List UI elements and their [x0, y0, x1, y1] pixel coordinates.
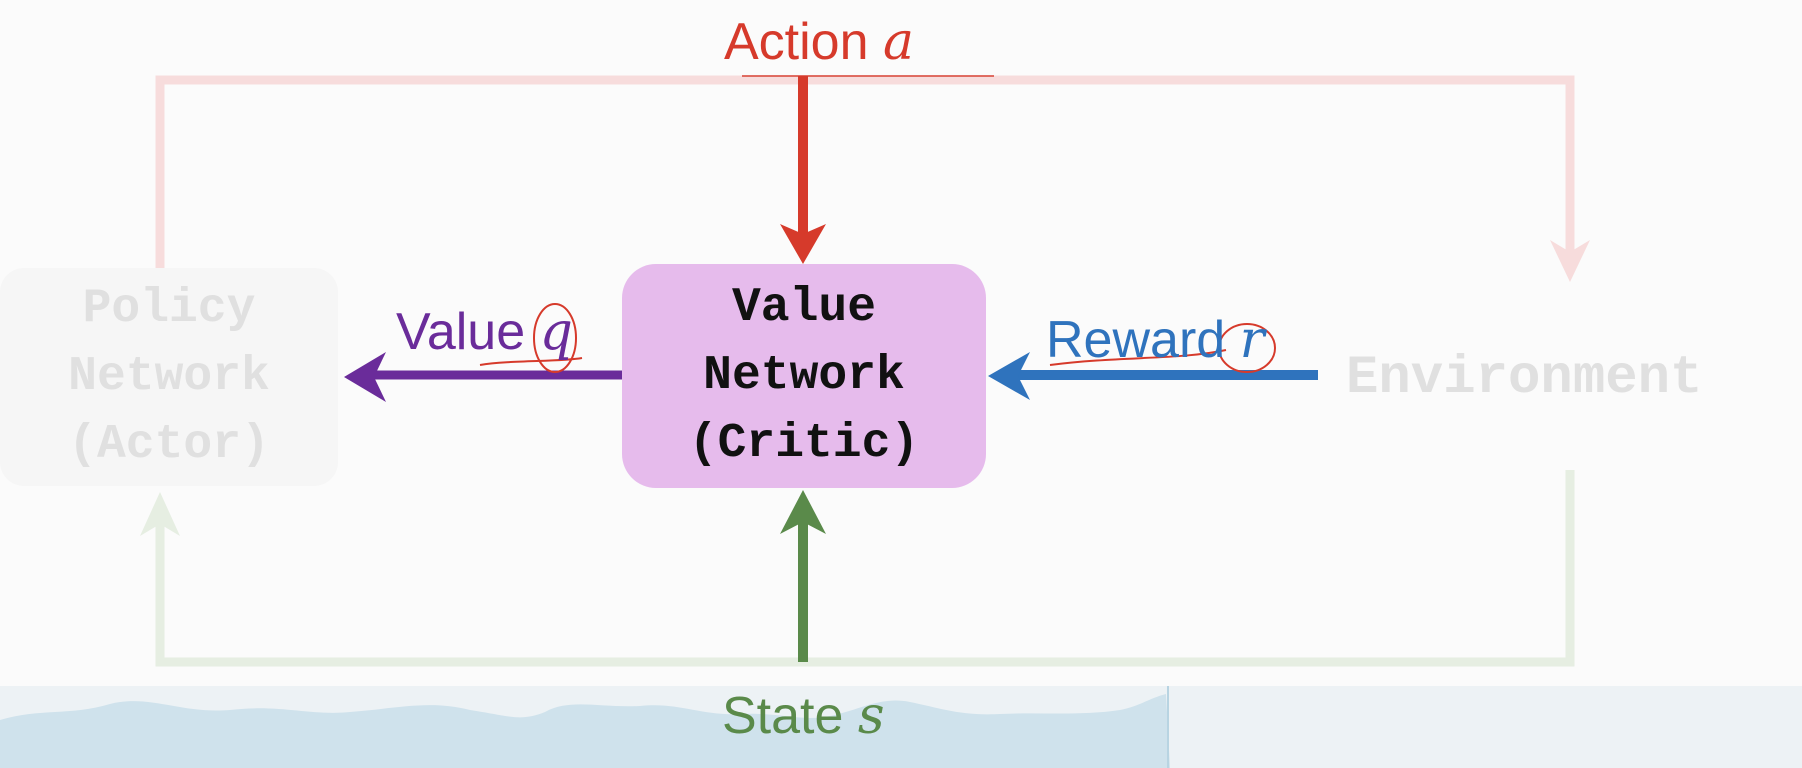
- faded-top-loop: [155, 75, 1575, 270]
- value-label: Value q: [396, 306, 573, 358]
- reward-variable: r: [1239, 310, 1265, 370]
- reward-annotation-underline: [1049, 349, 1227, 366]
- action-arrow-head: [780, 224, 826, 264]
- policy-network-actor-box: Policy Network (Actor): [0, 268, 338, 486]
- policy-line-3: (Actor): [68, 418, 270, 472]
- reward-text: Reward: [1046, 311, 1226, 369]
- value-network-critic-box: Value Network (Critic): [622, 264, 986, 488]
- faded-bottom-loop-arrowhead: [140, 492, 180, 536]
- audio-waveform: [0, 686, 1802, 768]
- reward-arrow-head: [988, 352, 1030, 400]
- q-annotation-underline: [479, 357, 583, 366]
- policy-line-2: Network: [68, 350, 270, 404]
- reward-label: Reward r: [1046, 314, 1265, 366]
- faded-bottom-loop: [155, 470, 1575, 667]
- state-arrow-head: [780, 490, 826, 534]
- critic-line-2: Network: [703, 349, 905, 403]
- q-annotation-circle: [533, 303, 577, 373]
- state-text: State: [722, 687, 844, 745]
- waveform-played: [0, 694, 1170, 768]
- critic-line-3: (Critic): [688, 417, 920, 471]
- r-annotation-circle: [1218, 323, 1276, 373]
- action-text: Action: [724, 13, 869, 71]
- value-text: Value: [396, 303, 526, 361]
- value-variable: q: [539, 302, 573, 362]
- state-label: State s: [722, 690, 885, 742]
- critic-line-1: Value: [731, 281, 877, 335]
- faded-top-loop-arrowhead: [1550, 240, 1590, 282]
- action-variable: a: [882, 12, 914, 72]
- policy-line-1: Policy: [82, 282, 256, 336]
- action-label: Action a: [724, 16, 914, 68]
- environment-label: Environment: [1346, 348, 1703, 409]
- state-variable: s: [857, 686, 885, 746]
- value-arrow-head: [344, 352, 386, 402]
